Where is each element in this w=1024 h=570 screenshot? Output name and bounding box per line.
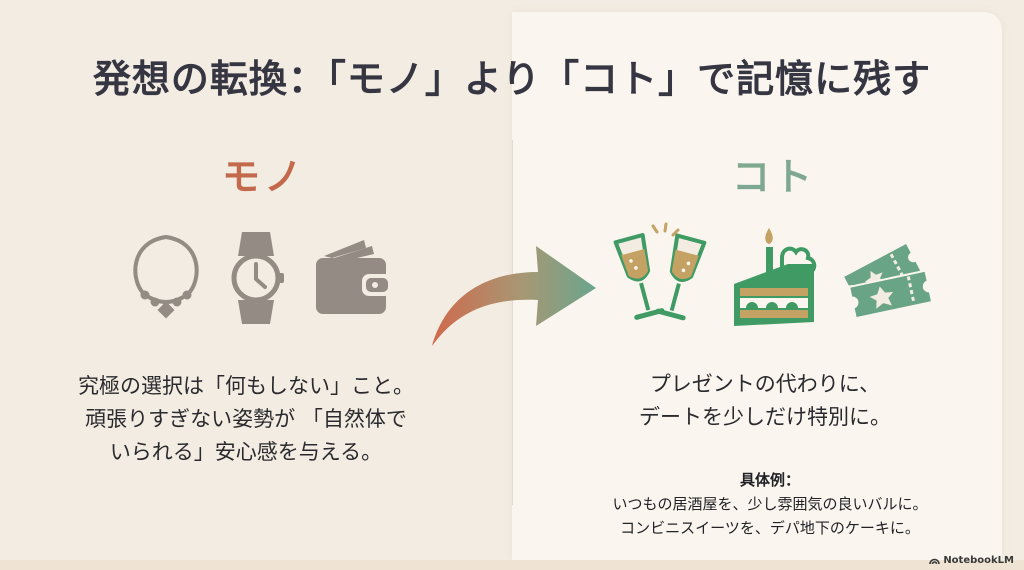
mono-heading: モノ xyxy=(222,155,307,199)
mono-description-line: いられる」安心感を与える。 xyxy=(109,440,383,464)
example-item: コンビニスイーツを、デパ地下のケーキに。 xyxy=(620,519,920,537)
birthday-cake-icon xyxy=(734,228,817,326)
koto-description-line: デートを少しだけ特別に。 xyxy=(639,405,891,429)
koto-description-line: プレゼントの代わりに、 xyxy=(649,372,881,396)
wristwatch-icon xyxy=(231,232,284,324)
tickets-icon xyxy=(844,244,934,320)
koto-heading: コト xyxy=(732,155,817,199)
champagne-toast-icon xyxy=(613,222,707,321)
necklace-icon xyxy=(133,234,199,319)
wallet-icon xyxy=(316,240,392,314)
curved-arrow-icon xyxy=(432,246,596,346)
slide-title: 発想の転換：「モノ」より「コト」で記憶に残す xyxy=(92,57,932,101)
notebooklm-watermark: NotebookLM xyxy=(929,555,1014,566)
notebooklm-logo-icon xyxy=(929,558,941,565)
koto-examples: 具体例： いつもの居酒屋を、少し雰囲気の良いバルに。 コンビニスイーツを、デパ地… xyxy=(540,468,1000,540)
mono-description-line: 頑張りすぎない姿勢が 「自然体で xyxy=(85,407,407,431)
brand-label: NotebookLM xyxy=(943,555,1014,566)
mono-description-line: 究極の選択は「何もしない」こと。 xyxy=(78,374,414,398)
mono-description: 究極の選択は「何もしない」こと。 頑張りすぎない姿勢が 「自然体で いられる」安… xyxy=(60,370,432,469)
examples-label: 具体例： xyxy=(739,471,800,489)
bottom-strip xyxy=(0,560,1024,570)
koto-description: プレゼントの代わりに、 デートを少しだけ特別に。 xyxy=(600,368,930,434)
column-divider xyxy=(512,140,513,505)
example-item: いつもの居酒屋を、少し雰囲気の良いバルに。 xyxy=(612,495,928,513)
